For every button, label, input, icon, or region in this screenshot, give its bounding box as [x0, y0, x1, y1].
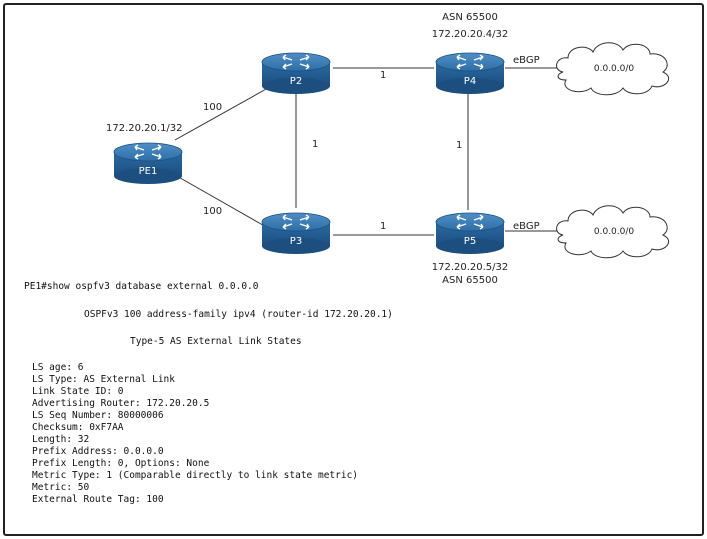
router-pe1[interactable]: PE1: [113, 142, 183, 184]
router-pe1-ip: 172.20.20.1/32: [106, 123, 183, 134]
ebgp-label-p4: eBGP: [513, 55, 540, 66]
router-p2-name: P2: [290, 76, 302, 87]
cli-command: PE1#show ospfv3 database external 0.0.0.…: [24, 281, 259, 292]
cli-field: Metric: 50: [32, 482, 90, 493]
router-p4[interactable]: P4: [435, 52, 505, 94]
ebgp-label-p5: eBGP: [513, 221, 540, 232]
router-p3[interactable]: P3: [261, 212, 331, 254]
router-p5-name: P5: [464, 236, 476, 247]
router-p5-ip: 172.20.20.5/32: [432, 262, 509, 273]
router-p4-ip: 172.20.20.4/32: [432, 29, 509, 40]
cli-field: Checksum: 0xF7AA: [32, 422, 124, 433]
cli-field: Prefix Length: 0, Options: None: [32, 458, 210, 469]
cloud-p5-prefix: 0.0.0.0/0: [594, 227, 635, 237]
link-pe1-p3: [174, 174, 269, 229]
links: [174, 67, 560, 236]
cost-p4-p5: 1: [456, 140, 462, 151]
cli-field: Prefix Address: 0.0.0.0: [32, 446, 164, 457]
cloud-p4-prefix: 0.0.0.0/0: [594, 64, 635, 74]
cost-p3-p5: 1: [380, 221, 386, 232]
cli-field-list: LS age: 6 LS Type: AS External Link Link…: [32, 362, 358, 506]
cost-p2-p3: 1: [312, 139, 318, 150]
router-p5-asn: ASN 65500: [442, 275, 498, 286]
cli-field: LS Type: AS External Link: [32, 374, 175, 385]
router-p4-asn: ASN 65500: [442, 12, 498, 23]
cloud-icon: 0.0.0.0/0: [556, 205, 669, 259]
cli-field: LS age: 6: [32, 362, 84, 373]
cli-field: Metric Type: 1 (Comparable directly to l…: [32, 470, 359, 481]
router-p5[interactable]: P5: [435, 212, 505, 254]
cost-pe1-p3: 100: [203, 206, 222, 217]
router-p2[interactable]: P2: [261, 52, 331, 94]
link-pe1-p2: [174, 87, 269, 141]
cost-pe1-p2: 100: [203, 102, 222, 113]
cli-field: External Route Tag: 100: [32, 494, 164, 505]
cli-field: Advertising Router: 172.20.20.5: [32, 398, 210, 409]
cli-section-title: Type-5 AS External Link States: [130, 336, 302, 347]
cli-field: LS Seq Number: 80000006: [32, 410, 164, 421]
router-pe1-name: PE1: [139, 166, 158, 177]
cli-field: Length: 32: [32, 434, 90, 445]
cloud-icon: 0.0.0.0/0: [556, 42, 669, 96]
cli-process-line: OSPFv3 100 address-family ipv4 (router-i…: [84, 309, 393, 320]
router-p3-name: P3: [290, 236, 302, 247]
cli-field: Link State ID: 0: [32, 386, 124, 397]
cost-p2-p4: 1: [380, 70, 386, 81]
router-p4-name: P4: [464, 76, 476, 87]
figure-frame: [3, 3, 704, 536]
